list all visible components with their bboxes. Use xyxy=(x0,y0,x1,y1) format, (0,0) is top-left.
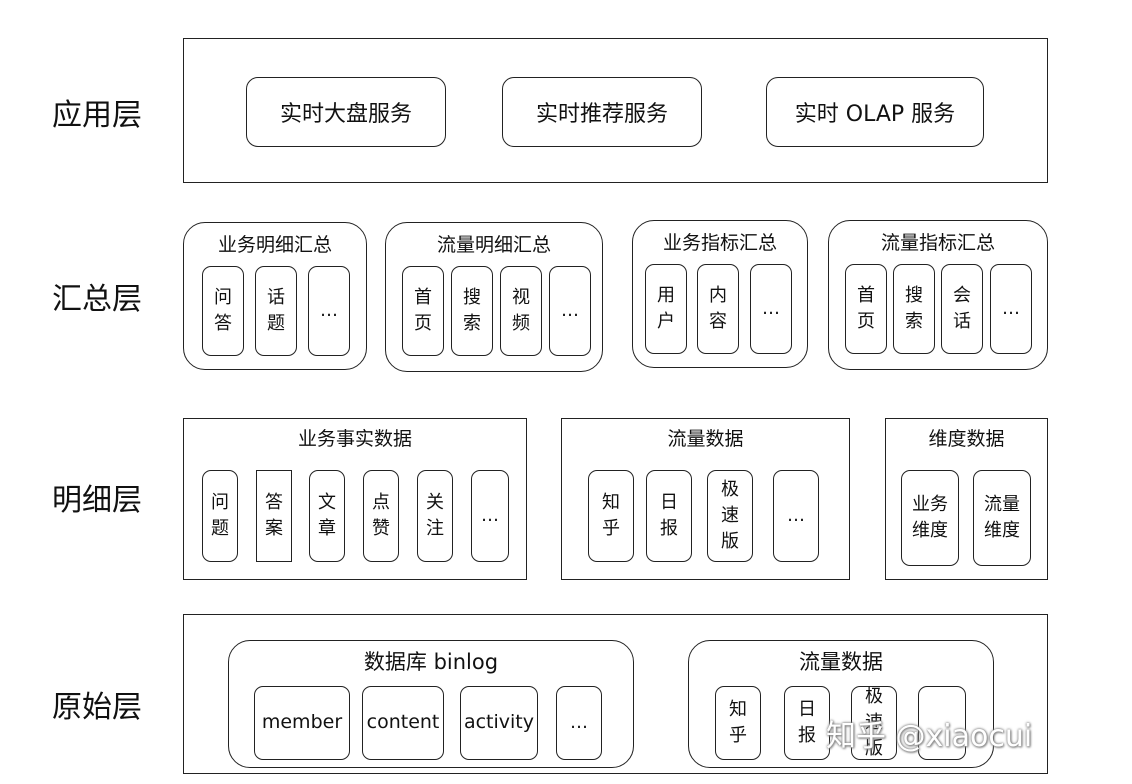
service-realtime-recommendation: 实时推荐服务 xyxy=(502,77,702,147)
detail-item: 业务 维度 xyxy=(901,470,959,566)
layer-label-raw: 原始层 xyxy=(52,690,142,725)
detail-item: 关 注 xyxy=(417,470,453,562)
summary-item-more: … xyxy=(549,266,591,356)
summary-item: 内 容 xyxy=(697,264,739,354)
raw-item: 极 速 版 xyxy=(851,686,897,760)
service-realtime-dashboard: 实时大盘服务 xyxy=(246,77,446,147)
summary-item: 问 答 xyxy=(202,266,244,356)
summary-item-more: … xyxy=(990,264,1032,354)
detail-group-title: 业务事实数据 xyxy=(297,428,412,450)
raw-item: 知 乎 xyxy=(715,686,761,760)
detail-group-title: 维度数据 xyxy=(928,428,1005,450)
summary-item-more: … xyxy=(308,266,350,356)
watermark: 知乎 @xiaocui xyxy=(826,719,1033,754)
detail-group-business-facts xyxy=(183,418,527,580)
summary-item: 视 频 xyxy=(500,266,542,356)
layer-label-detail: 明细层 xyxy=(52,483,142,518)
raw-item-member: member xyxy=(254,686,350,760)
summary-item: 首 页 xyxy=(402,266,444,356)
service-realtime-olap: 实时 OLAP 服务 xyxy=(766,77,984,147)
raw-item-blank xyxy=(918,686,966,760)
raw-item-more: … xyxy=(556,686,602,760)
summary-group-title: 流量明细汇总 xyxy=(436,234,551,256)
detail-group-title: 流量数据 xyxy=(667,428,744,450)
summary-group-title: 业务明细汇总 xyxy=(217,234,332,256)
summary-item: 首 页 xyxy=(845,264,887,354)
raw-item: 日 报 xyxy=(784,686,830,760)
layer-label-application: 应用层 xyxy=(52,98,142,133)
raw-group-title: 数据库 binlog xyxy=(363,650,499,674)
summary-item: 搜 索 xyxy=(893,264,935,354)
summary-item: 话 题 xyxy=(255,266,297,356)
detail-item: 问 题 xyxy=(202,470,238,562)
layer-label-summary: 汇总层 xyxy=(52,282,142,317)
detail-item: 极 速 版 xyxy=(707,470,753,562)
detail-item: 文 章 xyxy=(309,470,345,562)
raw-item-activity: activity xyxy=(460,686,538,760)
summary-item: 会 话 xyxy=(941,264,983,354)
detail-item: 答 案 xyxy=(256,470,292,562)
summary-item: 搜 索 xyxy=(451,266,493,356)
raw-group-title: 流量数据 xyxy=(799,650,883,674)
summary-group-title: 业务指标汇总 xyxy=(662,232,777,254)
detail-item-more: … xyxy=(773,470,819,562)
summary-group-title: 流量指标汇总 xyxy=(880,232,995,254)
detail-item: 流量 维度 xyxy=(973,470,1031,566)
detail-item-more: … xyxy=(471,470,509,562)
detail-item: 点 赞 xyxy=(363,470,399,562)
raw-item-content: content xyxy=(362,686,444,760)
summary-item-more: … xyxy=(750,264,792,354)
summary-item: 用 户 xyxy=(645,264,687,354)
detail-item: 日 报 xyxy=(646,470,692,562)
detail-item: 知 乎 xyxy=(588,470,634,562)
